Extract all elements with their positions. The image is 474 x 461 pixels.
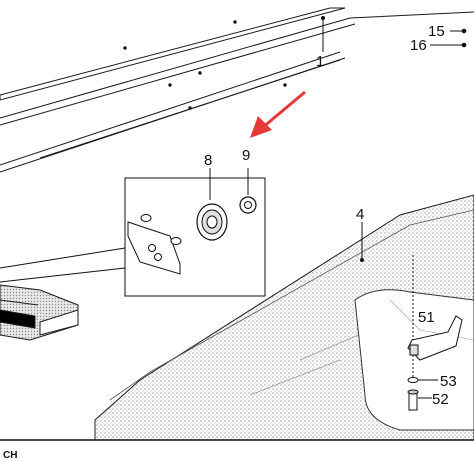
red-pointer-arrow: [250, 90, 306, 138]
leaders-8-9: [209, 168, 249, 200]
callout-4: 4: [356, 206, 364, 223]
callout-52: 52: [432, 391, 449, 408]
leaders-15-16: [430, 28, 467, 48]
callout-51: 51: [418, 309, 435, 326]
callout-8: 8: [204, 152, 212, 169]
corner-text: CH: [3, 450, 17, 461]
leader-4: [360, 222, 364, 262]
callout-15: 15: [428, 23, 445, 40]
callout-16: 16: [410, 37, 427, 54]
callout-1: 1: [316, 53, 324, 70]
detail-box: [124, 177, 266, 297]
hardware-group: [407, 255, 463, 411]
side-channel: [0, 284, 79, 341]
callout-53: 53: [440, 373, 457, 390]
zoom-lines: [0, 247, 126, 283]
callout-9: 9: [242, 147, 250, 164]
leader-1: [321, 16, 325, 52]
upper-rail: [0, 7, 474, 173]
